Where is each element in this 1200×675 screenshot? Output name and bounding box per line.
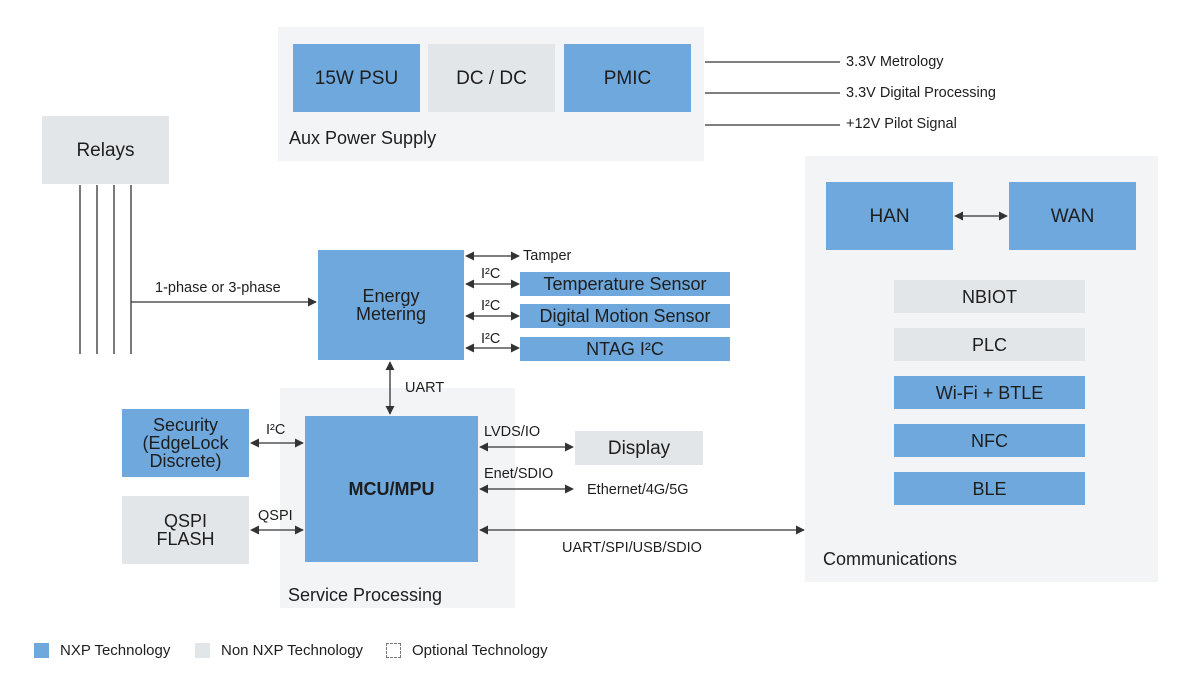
energy-metering-line2: Metering	[355, 304, 427, 324]
energy-metering-block: Energy Metering	[318, 250, 464, 360]
energy-metering-line1: Energy	[362, 286, 420, 306]
output-3v3-metrology: 3.3V Metrology	[846, 54, 944, 70]
temperature-sensor-block: Temperature Sensor	[520, 272, 730, 296]
motion-sensor-block: Digital Motion Sensor	[520, 304, 730, 328]
aux-power-supply-label: Aux Power Supply	[289, 128, 437, 148]
wan-block: WAN	[1009, 182, 1136, 250]
security-line2: (EdgeLock	[142, 433, 229, 453]
i2c-label-ntag: I²C	[481, 331, 501, 347]
qspi-line1: QSPI	[163, 511, 207, 531]
security-block: Security (EdgeLock Discrete)	[122, 409, 249, 477]
wifi-btle-block: Wi-Fi + BTLE	[894, 376, 1085, 409]
legend-nxp-label: NXP Technology	[60, 642, 171, 659]
phase-label: 1-phase or 3-phase	[155, 280, 281, 296]
tamper-label: Tamper	[523, 248, 572, 264]
legend-nxp-swatch	[34, 643, 49, 658]
nfc-block: NFC	[894, 424, 1085, 457]
relays-block: Relays	[42, 116, 169, 184]
legend-non-nxp-label: Non NXP Technology	[221, 642, 364, 659]
i2c-label-temp: I²C	[481, 266, 501, 282]
output-12v-pilot: +12V Pilot Signal	[846, 116, 957, 132]
plc-block: PLC	[894, 328, 1085, 361]
i2c-label-motion: I²C	[481, 298, 501, 314]
security-bus-label: I²C	[266, 422, 286, 438]
legend-optional-label: Optional Technology	[412, 642, 548, 659]
output-3v3-digital: 3.3V Digital Processing	[846, 85, 996, 101]
uart-label: UART	[405, 380, 445, 396]
legend-non-nxp-swatch	[195, 643, 210, 658]
enet-label: Enet/SDIO	[484, 466, 554, 482]
security-line1: Security	[152, 415, 219, 435]
han-block: HAN	[826, 182, 953, 250]
dc-dc-block: DC / DC	[428, 44, 555, 112]
ethernet-label: Ethernet/4G/5G	[587, 482, 689, 498]
display-block: Display	[575, 431, 703, 465]
comms-bus-label: UART/SPI/USB/SDIO	[562, 540, 702, 556]
ntag-block: NTAG I²C	[520, 337, 730, 361]
qspi-bus-label: QSPI	[258, 508, 293, 524]
legend-optional-swatch	[386, 643, 401, 658]
qspi-flash-block: QSPI FLASH	[122, 496, 249, 564]
nbiot-block: NBIOT	[894, 280, 1085, 313]
ble-block: BLE	[894, 472, 1085, 505]
communications-label: Communications	[823, 549, 958, 569]
mcu-mpu-block: MCU/MPU	[305, 416, 478, 562]
pmic-block: PMIC	[564, 44, 691, 112]
security-line3: Discrete)	[149, 451, 222, 471]
psu-15w-block: 15W PSU	[293, 44, 420, 112]
qspi-line2: FLASH	[156, 529, 215, 549]
lvds-label: LVDS/IO	[484, 424, 541, 440]
service-processing-label: Service Processing	[288, 585, 443, 605]
